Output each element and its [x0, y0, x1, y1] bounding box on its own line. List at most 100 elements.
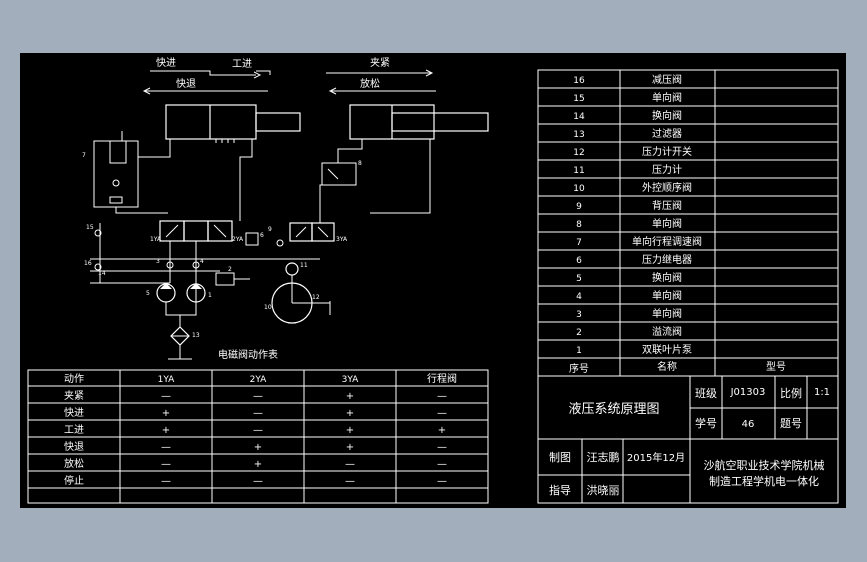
- scale-value: 1:1: [814, 387, 830, 398]
- part-number: 13: [573, 130, 584, 140]
- action-header-stroke-valve: 行程阀: [427, 372, 457, 385]
- part-name: 换向阀: [652, 109, 682, 122]
- part-name: 过滤器: [652, 127, 682, 140]
- parts-header-model: 型号: [766, 360, 786, 373]
- part-name: 单向阀: [652, 307, 682, 320]
- action-cell: +: [438, 425, 446, 436]
- part-number: 9: [576, 202, 582, 212]
- action-cell: —: [161, 476, 171, 487]
- label-release: 放松: [360, 77, 380, 90]
- part-name: 双联叶片泵: [642, 343, 692, 356]
- feed-cylinder: [165, 104, 257, 140]
- part-number: 1: [576, 346, 582, 356]
- part-name: 溢流阀: [652, 325, 682, 338]
- pressure-gauge-11: [285, 262, 299, 276]
- school-line-1: 沙航空职业技术学院机械: [704, 458, 825, 472]
- action-cell: +: [346, 391, 354, 402]
- parts-list: 16 减压阀 15 单向阀 14 换向阀 13 过滤器 12 压力计开关 11 …: [537, 69, 839, 377]
- arrow-head-return: [142, 87, 151, 95]
- solenoid-action-table: 动作 1YA 2YA 3YA 行程阀 夹紧 — — + — 快进 + — + —…: [27, 369, 489, 504]
- label-2ya: 2YA: [232, 236, 244, 243]
- action-cell: —: [253, 391, 263, 402]
- part-name: 背压阀: [652, 199, 682, 212]
- relief-valve-2: [215, 272, 235, 286]
- part-number: 6: [576, 256, 582, 266]
- label-11: 11: [300, 262, 308, 269]
- action-cell: —: [437, 391, 447, 402]
- drawing-title: 液压系统原理图: [568, 402, 659, 417]
- part-number: 14: [573, 112, 585, 122]
- part-name: 单向阀: [652, 217, 682, 230]
- action-cell: —: [161, 442, 171, 453]
- part-name: 压力计: [652, 163, 682, 176]
- label-8: 8: [358, 160, 362, 167]
- label-1: 1: [208, 292, 212, 299]
- label-15: 15: [86, 224, 94, 231]
- action-row-name: 夹紧: [64, 389, 84, 402]
- action-cell: —: [345, 476, 355, 487]
- part-number: 3: [576, 310, 582, 320]
- action-header-1ya: 1YA: [158, 375, 176, 385]
- parts-header-no: 序号: [569, 362, 589, 375]
- action-cell: +: [254, 459, 262, 470]
- action-cell: +: [346, 425, 354, 436]
- label-3ya: 3YA: [336, 236, 348, 243]
- action-cell: +: [162, 408, 170, 419]
- part-name: 单向阀: [652, 91, 682, 104]
- sequence-valve: [321, 162, 357, 186]
- action-cell: —: [253, 408, 263, 419]
- part-name: 压力计开关: [642, 145, 692, 158]
- action-cell: —: [161, 391, 171, 402]
- label-1ya: 1YA: [150, 236, 162, 243]
- label-7: 7: [82, 152, 86, 159]
- action-cell: +: [346, 442, 354, 453]
- pressure-relay-6: [245, 232, 259, 246]
- label-9: 9: [268, 226, 272, 233]
- hydraulic-schematic: 快进 工进 快退 夹紧 放松 7: [82, 56, 489, 361]
- action-row-name: 快退: [64, 441, 84, 453]
- part-number: 7: [576, 238, 582, 248]
- action-cell: —: [437, 408, 447, 419]
- action-cell: —: [161, 459, 171, 470]
- drawing-sheet: 快进 工进 快退 夹紧 放松 7: [20, 53, 846, 508]
- action-row-name: 工进: [64, 424, 84, 436]
- feed-cylinder-rod: [255, 112, 301, 132]
- label-10: 10: [264, 304, 272, 311]
- action-row-name: 快进: [64, 407, 84, 419]
- part-name: 减压阀: [652, 73, 682, 86]
- check-valve-16: [94, 263, 102, 271]
- action-cell: —: [253, 425, 263, 436]
- check-valve-3: [166, 261, 174, 269]
- part-name: 压力继电器: [642, 253, 692, 266]
- label-5: 5: [146, 290, 150, 297]
- class-label: 班级: [695, 387, 717, 400]
- label-3: 3: [156, 258, 160, 265]
- label-work-feed: 工进: [232, 58, 252, 70]
- check-valve-15: [94, 229, 102, 237]
- label-fast-forward: 快进: [156, 57, 176, 69]
- part-number: 8: [576, 220, 582, 230]
- drawn-date: 2015年12月: [627, 451, 685, 464]
- label-4: 4: [200, 258, 204, 265]
- part-number: 4: [576, 292, 582, 302]
- label-14: 14: [98, 270, 106, 277]
- action-row-name: 停止: [64, 474, 84, 487]
- guide-name: 洪晓丽: [587, 483, 620, 497]
- title-block: 液压系统原理图 班级 J01303 比例 1:1 学号 46 题号 制图 汪志鹏…: [537, 375, 839, 504]
- action-cell: —: [345, 459, 355, 470]
- label-clamp: 夹紧: [370, 56, 390, 69]
- label-6: 6: [260, 232, 264, 239]
- arrow-work-feed: [256, 70, 271, 75]
- action-cell: —: [437, 442, 447, 453]
- topic-no-label: 题号: [780, 417, 802, 430]
- drawing-canvas: 快进 工进 快退 夹紧 放松 7: [27, 56, 839, 504]
- part-name: 单向阀: [652, 289, 682, 302]
- action-header-3ya: 3YA: [342, 375, 360, 385]
- arrow-head-forward: [253, 71, 262, 79]
- part-name: 换向阀: [652, 271, 682, 284]
- student-no-label: 学号: [695, 416, 717, 430]
- arrow-fast-forward: [150, 70, 256, 76]
- student-no-value: 46: [742, 419, 755, 430]
- clamp-cylinder-rod: [391, 112, 489, 132]
- action-header-2ya: 2YA: [250, 375, 268, 385]
